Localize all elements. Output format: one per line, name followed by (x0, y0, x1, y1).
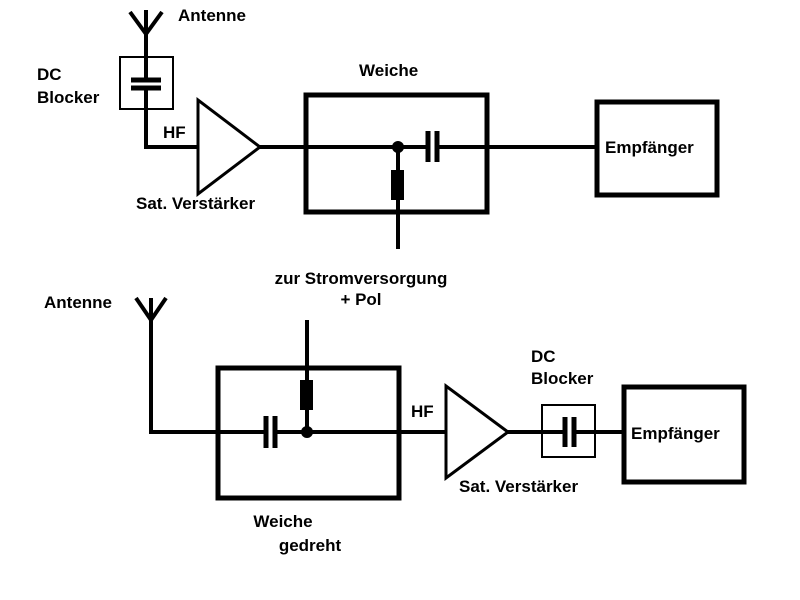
power-supply-label-line2: + Pol (340, 290, 381, 309)
bottom-dc-blocker-label-line1: DC (531, 347, 556, 366)
top-dc-blocker (119, 56, 174, 110)
top-antenna-label: Antenne (178, 6, 246, 25)
top-amplifier-label: Sat. Verstärker (136, 194, 255, 213)
top-receiver-box (594, 99, 720, 198)
top-dc-blocker-label-line2: Blocker (37, 88, 100, 107)
top-diagram: Antenne DC Blocker HF Sat. Verstärker We… (37, 6, 720, 249)
top-diplexer-inductor (391, 170, 404, 200)
top-diplexer-label: Weiche (359, 61, 418, 80)
bottom-amplifier-label: Sat. Verstärker (459, 477, 578, 496)
bottom-diplexer-inductor (300, 380, 313, 410)
bottom-amplifier-icon (444, 383, 511, 481)
bottom-dc-blocker-label-line2: Blocker (531, 369, 594, 388)
top-amplifier-icon (196, 96, 263, 198)
bottom-antenna-icon (134, 296, 168, 432)
bottom-hf-label: HF (411, 402, 434, 421)
top-dc-blocker-label-line1: DC (37, 65, 62, 84)
top-wire-blocker-to-amp (144, 107, 200, 149)
bottom-dc-blocker (541, 404, 596, 458)
top-receiver-label: Empfänger (605, 138, 694, 157)
bottom-antenna-label: Antenne (44, 293, 112, 312)
top-antenna-icon (128, 10, 164, 58)
bottom-receiver-label: Empfänger (631, 424, 720, 443)
bottom-diplexer-label-line1: Weiche (253, 512, 312, 531)
bottom-diplexer-label-line2: gedreht (279, 536, 342, 555)
bottom-receiver-box (621, 384, 747, 485)
top-hf-label: HF (163, 123, 186, 142)
power-supply-label-line1: zur Stromversorgung (275, 269, 448, 288)
bottom-diagram: Antenne Weiche gedreht HF Sat. Verstärke… (44, 293, 747, 555)
